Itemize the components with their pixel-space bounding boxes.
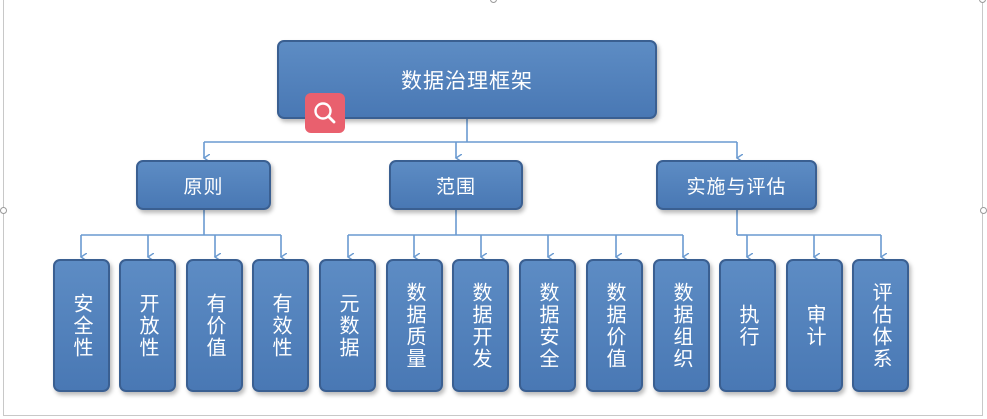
leaf-label: 安全性 xyxy=(70,292,94,359)
leaf-node: 数据安全 xyxy=(519,259,576,392)
leaf-node: 审计 xyxy=(786,259,843,392)
leaf-node: 元数据 xyxy=(319,259,376,392)
leaf-label: 数据开发 xyxy=(469,281,493,370)
leaf-node: 执行 xyxy=(719,259,776,392)
leaf-label: 有效性 xyxy=(269,292,293,359)
leaf-label: 数据安全 xyxy=(536,281,560,370)
category-node-implementation: 实施与评估 xyxy=(656,160,817,210)
leaf-node: 有效性 xyxy=(252,259,309,392)
search-icon xyxy=(312,100,338,126)
category-label: 范围 xyxy=(435,175,476,198)
category-node-principles: 原则 xyxy=(136,160,271,210)
leaf-node: 数据开发 xyxy=(452,259,509,392)
search-button[interactable] xyxy=(305,93,345,133)
leaf-label: 数据组织 xyxy=(670,281,694,370)
leaf-label: 评估体系 xyxy=(869,281,893,370)
leaf-node: 数据质量 xyxy=(386,259,443,392)
leaf-label: 开放性 xyxy=(136,292,160,359)
leaf-node: 开放性 xyxy=(119,259,176,392)
leaf-label: 执行 xyxy=(736,303,760,348)
category-node-scope: 范围 xyxy=(389,160,523,210)
leaf-node: 评估体系 xyxy=(852,259,909,392)
leaf-node: 有价值 xyxy=(186,259,243,392)
leaf-label: 元数据 xyxy=(336,292,360,359)
category-label: 原则 xyxy=(183,175,224,198)
leaf-label: 数据价值 xyxy=(603,281,627,370)
leaf-node: 数据组织 xyxy=(653,259,710,392)
leaf-node: 数据价值 xyxy=(586,259,643,392)
leaf-node: 安全性 xyxy=(53,259,110,392)
leaf-label: 数据质量 xyxy=(403,281,427,370)
leaf-label: 审计 xyxy=(803,303,827,348)
leaf-label: 有价值 xyxy=(203,292,227,359)
root-node-label: 数据治理框架 xyxy=(401,68,533,93)
resize-handle-left-middle[interactable] xyxy=(0,207,7,214)
category-label: 实施与评估 xyxy=(686,175,787,198)
